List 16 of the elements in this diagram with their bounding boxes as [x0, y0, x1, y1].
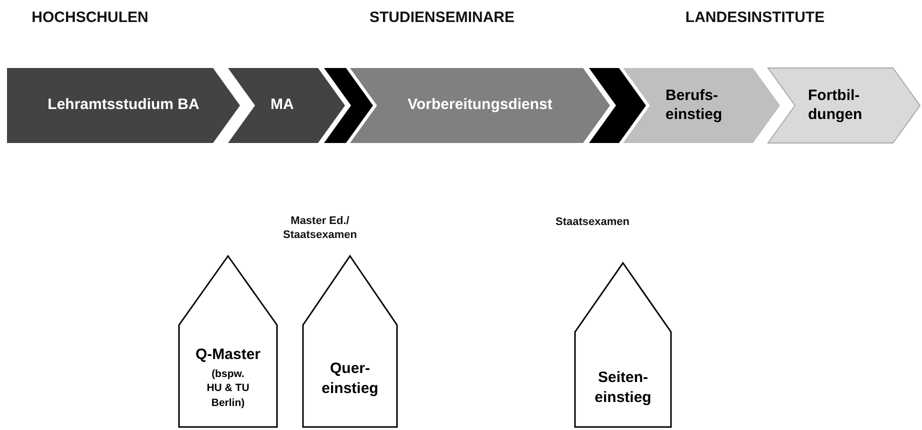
entry-route-note: (bspw. HU & TU Berlin) — [206, 366, 250, 411]
exam-note: Staatsexamen — [554, 215, 630, 230]
stage-label: Berufs- einstieg — [666, 86, 724, 124]
entry-route-label: Q-Master — [194, 345, 262, 364]
separator-arrow — [324, 68, 373, 143]
separator-arrow — [589, 68, 646, 143]
stage-label: MA — [270, 96, 295, 115]
entry-route-label: Quer- einstieg — [320, 359, 380, 398]
column-heading: LANDESINSTITUTE — [684, 8, 826, 28]
entry-route-label: Seiten- einstieg — [594, 368, 652, 407]
stage-label: Lehramtsstudium BA — [46, 96, 200, 115]
exam-note: Master Ed./ Staatsexamen — [282, 214, 358, 243]
stage-label: Vorbereitungsdienst — [406, 96, 554, 115]
column-heading: STUDIENSEMINARE — [368, 8, 516, 28]
stage-label: Fortbil- dungen — [808, 86, 864, 124]
column-heading: HOCHSCHULEN — [30, 8, 150, 28]
